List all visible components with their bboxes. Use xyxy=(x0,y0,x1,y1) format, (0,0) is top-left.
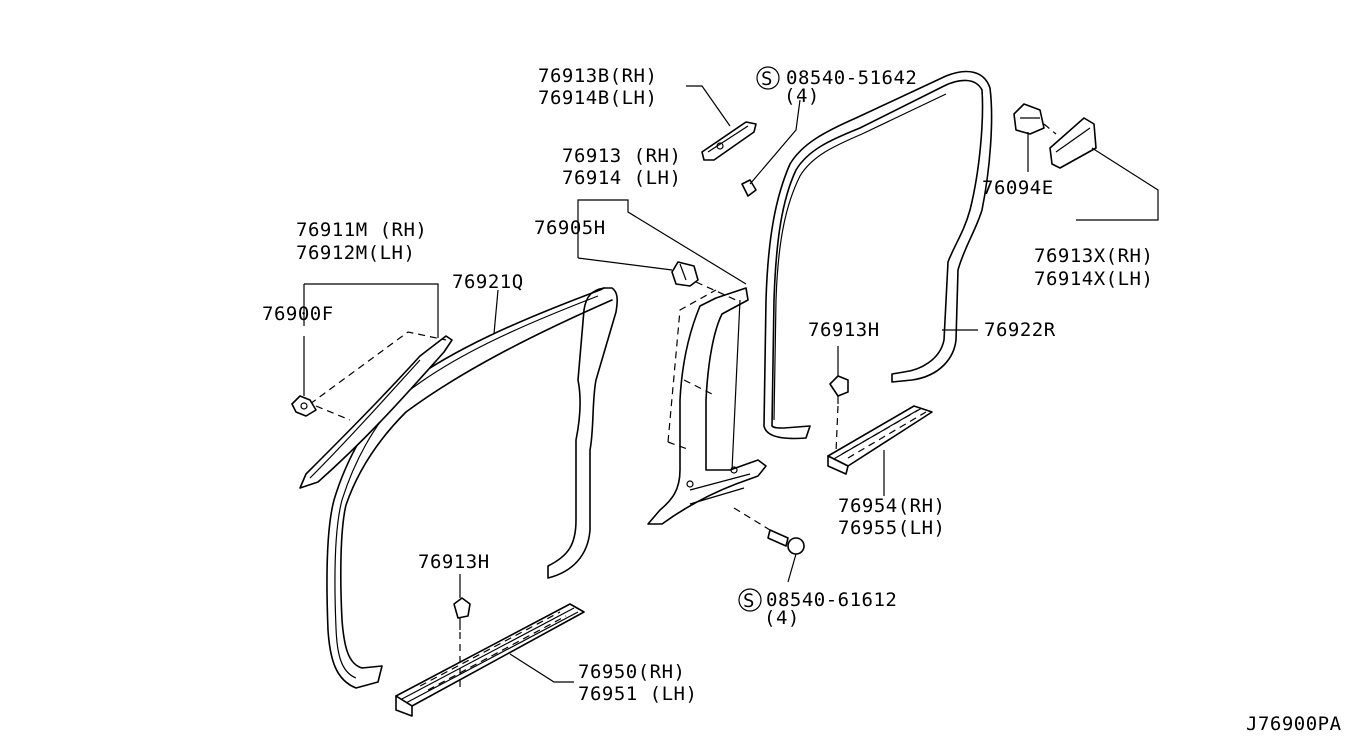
screw-symbol-bottom xyxy=(738,588,762,612)
label-76914b: 76914B(LH) xyxy=(538,87,657,109)
label-76922r: 76922R xyxy=(984,319,1056,341)
label-76950: 76950(RH) xyxy=(578,661,685,683)
label-qty-top: (4) xyxy=(784,85,820,107)
label-08540-61612: 08540-61612 xyxy=(766,589,897,611)
label-76913h-left: 76913H xyxy=(418,551,490,573)
diagram-code: J76900PA xyxy=(1246,713,1342,735)
label-76954: 76954(RH) xyxy=(838,495,945,517)
label-76913b: 76913B(RH) xyxy=(538,65,657,87)
rear-pillar-cover-drawing xyxy=(1013,103,1097,169)
screw-symbol-bottom-letter: S xyxy=(743,590,755,612)
rear-door-weatherstrip-drawing xyxy=(763,70,993,440)
label-76911m: 76911M (RH) xyxy=(296,219,427,241)
label-76955: 76955(LH) xyxy=(838,517,945,539)
label-76921q: 76921Q xyxy=(452,271,524,293)
label-08540-51642: 08540-51642 xyxy=(786,67,917,89)
label-76913h-right: 76913H xyxy=(808,319,880,341)
label-76913: 76913 (RH) xyxy=(562,145,681,167)
label-76914x: 76914X(LH) xyxy=(1034,268,1153,290)
label-76094e: 76094E xyxy=(982,177,1054,199)
label-76905h: 76905H xyxy=(534,217,606,239)
part-labels: 76913B(RH) 76914B(LH) S 08540-51642 (4) … xyxy=(262,65,1342,735)
b-pillar-upper-cover-drawing xyxy=(701,121,757,197)
b-pillar-trim-drawing xyxy=(647,261,767,525)
screw-symbol-top xyxy=(756,66,780,90)
front-door-weatherstrip-drawing xyxy=(326,287,618,689)
leader-lines xyxy=(303,85,1159,683)
label-76913x: 76913X(RH) xyxy=(1034,245,1153,267)
label-76912m: 76912M(LH) xyxy=(296,242,415,264)
label-76914: 76914 (LH) xyxy=(562,167,681,189)
screw-drawing xyxy=(733,507,805,555)
label-76951: 76951 (LH) xyxy=(578,683,697,705)
label-qty-bottom: (4) xyxy=(764,607,800,629)
front-kicking-plate-drawing xyxy=(395,597,585,717)
rear-kicking-plate-drawing xyxy=(827,375,933,475)
screw-symbol-top-letter: S xyxy=(761,68,773,90)
a-pillar-trim-drawing xyxy=(291,331,453,489)
label-76900f: 76900F xyxy=(262,303,334,325)
